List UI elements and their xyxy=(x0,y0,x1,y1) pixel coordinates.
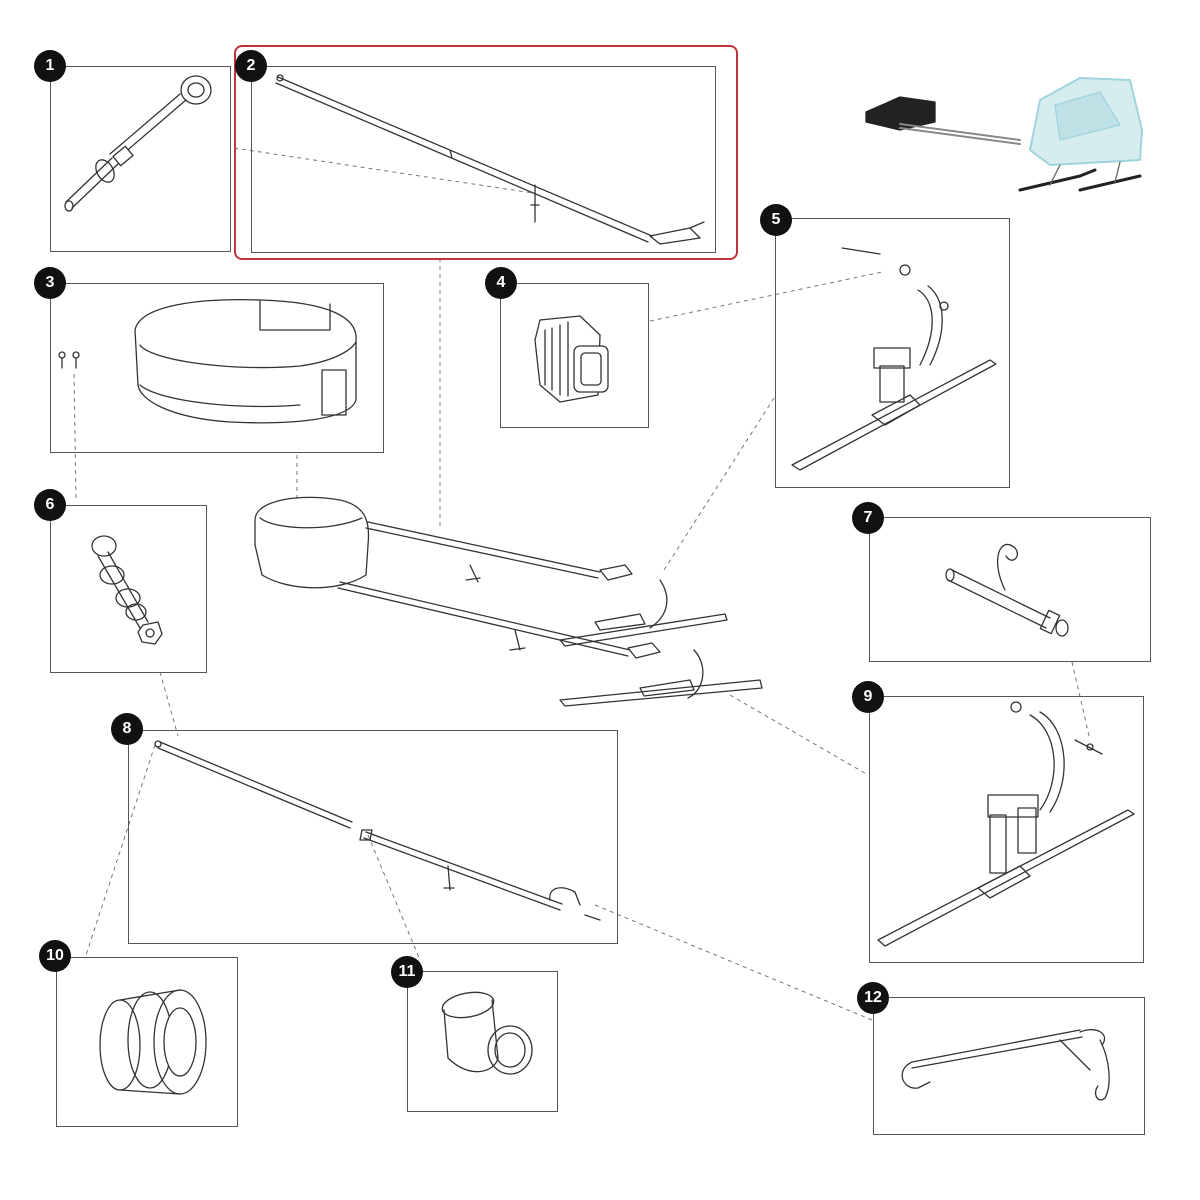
part-badge-3[interactable]: 3 xyxy=(34,267,66,299)
part-box-7[interactable] xyxy=(869,517,1151,662)
full-kit-assembly-icon xyxy=(254,496,763,707)
part-box-10[interactable] xyxy=(56,957,238,1127)
part-box-12[interactable] xyxy=(873,997,1145,1135)
quick-release-pin-icon xyxy=(64,75,212,212)
axle-pin-clip-icon xyxy=(945,543,1069,637)
part-box-11[interactable] xyxy=(407,971,558,1112)
part-badge-2[interactable]: 2 xyxy=(235,50,267,82)
part-number: 4 xyxy=(496,274,506,291)
chariot-ski-kit-photo-icon xyxy=(865,77,1143,192)
part-number: 12 xyxy=(864,989,882,1006)
left-ski-assembly-icon xyxy=(791,247,997,471)
part-badge-8[interactable]: 8 xyxy=(111,713,143,745)
part-badge-4[interactable]: 4 xyxy=(485,267,517,299)
hiking-arm-icon xyxy=(275,74,705,245)
part-badge-9[interactable]: 9 xyxy=(852,681,884,713)
part-box-4[interactable] xyxy=(500,283,649,428)
part-number: 5 xyxy=(771,211,781,228)
spool-bushing-icon xyxy=(99,989,207,1095)
hip-belt-icon xyxy=(58,299,357,424)
part-number: 6 xyxy=(45,496,55,513)
part-number: 2 xyxy=(246,57,256,74)
part-number: 11 xyxy=(398,963,416,980)
part-box-9[interactable] xyxy=(869,696,1144,963)
part-box-8[interactable] xyxy=(128,730,618,944)
part-number: 8 xyxy=(122,720,132,737)
right-ski-assembly-icon xyxy=(877,701,1135,947)
part-number: 10 xyxy=(46,947,64,964)
part-number: 9 xyxy=(863,688,873,705)
part-box-3[interactable] xyxy=(50,283,384,453)
part-badge-12[interactable]: 12 xyxy=(857,982,889,1014)
part-number: 7 xyxy=(863,509,873,526)
part-badge-11[interactable]: 11 xyxy=(391,956,423,988)
part-badge-1[interactable]: 1 xyxy=(34,50,66,82)
part-badge-7[interactable]: 7 xyxy=(852,502,884,534)
part-box-2[interactable] xyxy=(251,66,716,253)
tube-sleeve-icon xyxy=(441,991,533,1075)
part-badge-10[interactable]: 10 xyxy=(39,940,71,972)
part-badge-6[interactable]: 6 xyxy=(34,489,66,521)
part-box-5[interactable] xyxy=(775,218,1010,488)
part-number: 1 xyxy=(45,57,55,74)
screw-washer-nut-icon xyxy=(91,535,163,645)
part-box-1[interactable] xyxy=(50,66,231,252)
part-badge-5[interactable]: 5 xyxy=(760,204,792,236)
part-number: 3 xyxy=(45,274,55,291)
ski-arm-icon xyxy=(154,740,601,921)
part-box-6[interactable] xyxy=(50,505,207,673)
brake-bar-icon xyxy=(901,1029,1110,1101)
selected-part-frame xyxy=(234,45,738,260)
end-cap-icon xyxy=(534,315,609,403)
